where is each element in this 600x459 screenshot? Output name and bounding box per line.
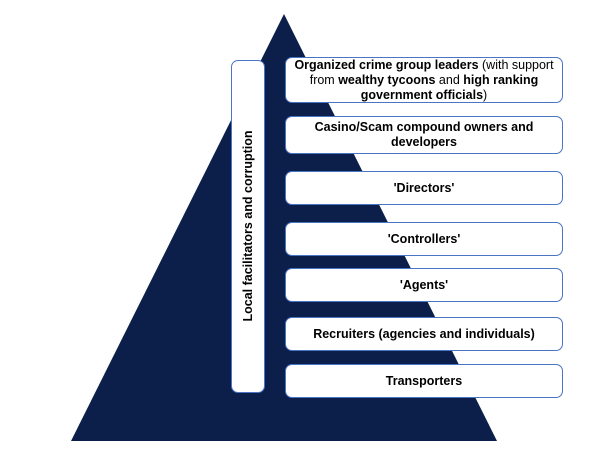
local-facilitators-box	[231, 60, 265, 393]
level-text: (with support from	[309, 57, 554, 87]
level-directors: 'Directors'	[285, 171, 563, 205]
level-text-bold: Organized crime group leaders	[294, 57, 479, 72]
level-label: 'Controllers'	[388, 232, 461, 247]
level-label: 'Directors'	[394, 181, 455, 196]
level-text-bold: 'Controllers'	[387, 231, 461, 246]
level-label: Organized crime group leaders (with supp…	[292, 58, 556, 103]
level-text-bold: wealthy tycoons	[338, 72, 436, 87]
level-label: Recruiters (agencies and individuals)	[313, 327, 535, 342]
level-text-bold: Recruiters (agencies and individuals)	[313, 326, 535, 341]
level-label: Casino/Scam compound owners and develope…	[292, 120, 556, 150]
level-compound-owners: Casino/Scam compound owners and develope…	[285, 116, 563, 154]
level-text: )	[483, 87, 488, 102]
level-crime-group-leaders: Organized crime group leaders (with supp…	[285, 57, 563, 103]
level-text-bold: Transporters	[385, 373, 463, 388]
level-text-bold: 'Directors'	[393, 180, 455, 195]
level-agents: 'Agents'	[285, 268, 563, 302]
level-text-bold: high ranking government officials	[360, 72, 539, 102]
level-text: and	[435, 72, 464, 87]
level-text-bold: 'Agents'	[399, 277, 449, 292]
local-facilitators-label: Local facilitators and corruption	[241, 130, 255, 322]
level-label: Transporters	[386, 374, 462, 389]
level-transporters: Transporters	[285, 364, 563, 398]
level-text-bold: Casino/Scam compound owners and develope…	[314, 120, 534, 149]
level-label: 'Agents'	[400, 278, 448, 293]
level-recruiters: Recruiters (agencies and individuals)	[285, 317, 563, 351]
level-controllers: 'Controllers'	[285, 222, 563, 256]
